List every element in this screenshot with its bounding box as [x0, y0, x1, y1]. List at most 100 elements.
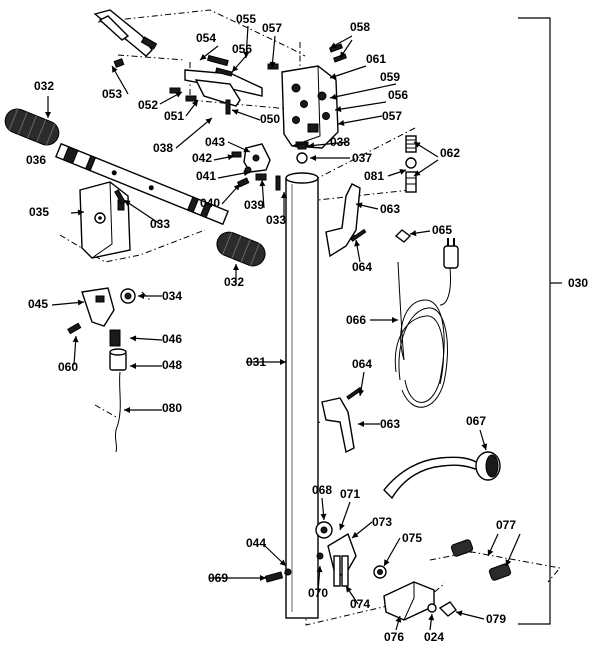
leader-arrowhead: [243, 146, 250, 153]
leader-arrowhead: [205, 118, 212, 125]
callout-069: 069: [208, 571, 228, 585]
switch-box: [79, 181, 131, 259]
callout-056: 056: [388, 88, 408, 102]
leader-arrowhead: [112, 66, 118, 73]
leader-arrowhead: [45, 112, 51, 118]
main-tube: [285, 172, 319, 619]
leader-arrowhead: [192, 100, 198, 107]
leader-line: [329, 65, 367, 79]
leader-arrowhead: [281, 192, 287, 198]
callout-053: 053: [102, 87, 122, 101]
callout-068: 068: [312, 483, 332, 497]
leader-arrowhead: [399, 169, 406, 175]
callout-043: 043: [205, 135, 225, 149]
callout-079: 079: [486, 612, 506, 626]
callout-024: 024: [424, 630, 444, 644]
callout-074: 074: [350, 597, 370, 611]
callout-065: 065: [432, 223, 452, 237]
callout-062: 062: [440, 146, 460, 160]
callout-051: 051: [164, 109, 184, 123]
leader-arrowhead: [410, 230, 417, 237]
leader-arrowhead: [330, 42, 337, 48]
leader-arrowhead: [72, 336, 79, 343]
callout-039: 039: [244, 198, 264, 212]
callout-037: 037: [352, 151, 372, 165]
leader-arrowhead: [130, 363, 136, 369]
leader-arrowhead: [124, 200, 131, 206]
callout-077: 077: [496, 518, 516, 532]
leader-arrowhead: [505, 559, 512, 566]
callout-064: 064: [352, 260, 372, 274]
callout-063: 063: [380, 417, 400, 431]
callout-057: 057: [382, 109, 402, 123]
leader-arrowhead: [335, 106, 342, 113]
leader-arrowhead: [338, 119, 345, 126]
callout-055: 055: [236, 12, 256, 26]
leader-arrowhead: [456, 610, 463, 617]
leader-arrowhead: [310, 155, 316, 161]
callout-061: 061: [366, 52, 386, 66]
callout-036: 036: [26, 153, 46, 167]
cord-hooks: [321, 183, 367, 454]
callout-041: 041: [196, 169, 216, 183]
leader-arrowhead: [481, 443, 488, 450]
callout-048: 048: [162, 358, 182, 372]
leader-arrowhead: [346, 586, 352, 593]
leader-arrowhead: [130, 335, 137, 342]
leader-arrowhead: [487, 549, 494, 556]
leader-arrowhead: [316, 566, 323, 573]
strain-relief: [405, 135, 417, 193]
handle-tube: [55, 142, 229, 226]
callout-033: 033: [266, 213, 286, 227]
leader-arrowhead: [428, 614, 435, 621]
leader-arrowhead: [233, 264, 239, 270]
handle-grip-left: [4, 108, 60, 146]
callout-052: 052: [138, 98, 158, 112]
leader-arrowhead: [384, 559, 390, 566]
leader-arrowhead: [358, 389, 364, 396]
callout-056: 056: [232, 42, 252, 56]
callout-070: 070: [308, 586, 328, 600]
callout-035: 035: [29, 205, 49, 219]
leader-arrowhead: [330, 73, 337, 79]
leader-arrowhead: [356, 202, 363, 209]
callout-060: 060: [58, 360, 78, 374]
leader-arrowhead: [414, 170, 421, 176]
leader-arrowhead: [339, 523, 345, 530]
leader-arrowhead: [232, 109, 239, 115]
leader-line: [329, 83, 397, 99]
leader-arrowhead: [260, 575, 266, 581]
callout-034: 034: [162, 289, 182, 303]
leader-arrowhead: [175, 92, 182, 98]
leader-arrowhead: [259, 180, 266, 187]
callout-030: 030: [568, 276, 588, 290]
leader-line: [337, 115, 383, 125]
callout-054: 054: [196, 31, 216, 45]
handle-grip-right: [216, 231, 266, 267]
callout-075: 075: [402, 531, 422, 545]
callout-046: 046: [162, 332, 182, 346]
leader-arrowhead: [358, 421, 364, 427]
callout-081: 081: [364, 169, 384, 183]
upper-handle-assembly: [4, 108, 266, 267]
leader-arrowhead: [395, 616, 402, 623]
leader-arrowhead: [280, 359, 286, 365]
callout-064: 064: [352, 357, 372, 371]
callout-040: 040: [200, 196, 220, 210]
leader-arrowhead: [352, 531, 359, 538]
callout-045: 045: [28, 297, 48, 311]
leader-arrowhead: [243, 170, 250, 177]
assembly-bracket: [518, 17, 551, 625]
flex-light: [383, 451, 501, 500]
leader-arrowhead: [320, 513, 327, 520]
leader-arrowhead: [414, 142, 421, 148]
leader-arrowhead: [392, 317, 398, 323]
callout-050: 050: [260, 112, 280, 126]
clamp-parts: [114, 143, 308, 205]
leader-line: [175, 117, 213, 149]
callout-031: 031: [246, 355, 266, 369]
leader-arrowhead: [308, 142, 315, 149]
callout-labels: 055 057 058 054 056 061 032 059 053 056 …: [26, 12, 588, 644]
leader-line: [123, 199, 161, 225]
callout-042: 042: [192, 151, 212, 165]
